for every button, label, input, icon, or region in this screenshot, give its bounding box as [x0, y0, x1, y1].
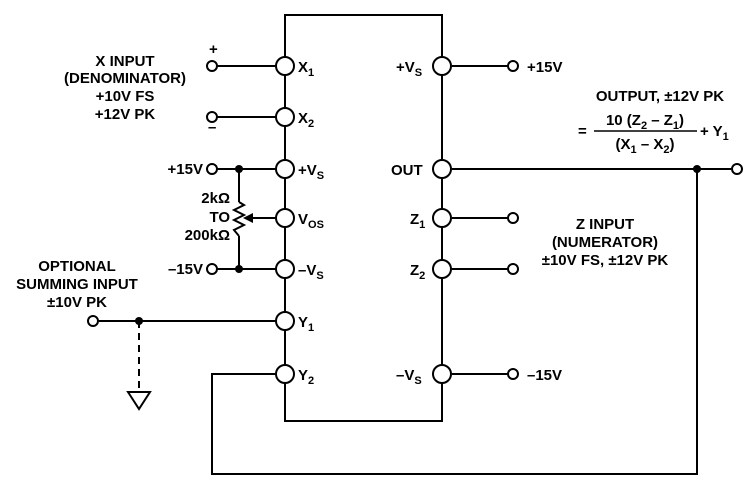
svg-text:Z INPUT: Z INPUT [576, 216, 634, 233]
pin-x2 [275, 107, 295, 127]
pin-vos [275, 208, 295, 228]
pin-right-pos-vs [432, 56, 452, 76]
svg-text:SUMMING INPUT: SUMMING INPUT [16, 276, 138, 293]
terminals [87, 60, 743, 380]
pin-label-z2: Z2 [410, 262, 425, 282]
pin-label-left-neg-vs: –VS [298, 262, 324, 282]
pin-label-right-pos-vs: +VS [396, 59, 422, 79]
terminal-left-pos [206, 163, 218, 175]
pin-out [432, 159, 452, 179]
z-input-label: Z INPUT (NUMERATOR) ±10V FS, ±12V PK [542, 216, 669, 269]
formula-equals: = [578, 123, 587, 140]
svg-text:2kΩ: 2kΩ [201, 190, 230, 207]
pin-x1 [275, 56, 295, 76]
svg-text:(DENOMINATOR): (DENOMINATOR) [64, 70, 186, 87]
terminal-z2 [507, 263, 519, 275]
pin-label-y2: Y2 [298, 367, 314, 387]
junction-dot [235, 265, 243, 273]
junction-dot [135, 317, 143, 325]
pin-label-y1: Y1 [298, 314, 314, 334]
pin-left-pos-vs [275, 159, 295, 179]
pin-z1 [432, 208, 452, 228]
pin-right-neg-vs [432, 364, 452, 384]
junction-dot [235, 165, 243, 173]
left-pos-supply-label: +15V [168, 161, 203, 178]
right-neg-supply-label: –15V [527, 367, 562, 384]
svg-text:±10V PK: ±10V PK [47, 294, 107, 311]
svg-text:+10V FS: +10V FS [96, 88, 155, 105]
svg-text:200kΩ: 200kΩ [185, 227, 230, 244]
svg-text:±10V FS, ±12V PK: ±10V FS, ±12V PK [542, 252, 669, 269]
terminal-output [731, 163, 743, 175]
svg-text:+12V PK: +12V PK [95, 106, 156, 123]
pin-z2 [432, 259, 452, 279]
pin-left-neg-vs [275, 259, 295, 279]
pin-label-right-neg-vs: –VS [396, 367, 422, 387]
terminal-right-pos [507, 60, 519, 72]
terminal-z1 [507, 212, 519, 224]
formula-plus-y1: + Y1 [700, 123, 729, 143]
left-pin-labels: X1 X2 +VS VOS –VS Y1 Y2 [298, 59, 324, 387]
pin-label-vos: VOS [298, 211, 324, 231]
right-pin-labels: +VS OUT Z1 Z2 –VS [391, 59, 425, 387]
pin-label-x1: X1 [298, 59, 314, 79]
pin-y2 [275, 364, 295, 384]
left-neg-supply-label: –15V [168, 261, 203, 278]
ground-icon [126, 391, 152, 411]
pin-label-out: OUT [391, 162, 423, 179]
svg-text:X INPUT: X INPUT [95, 53, 154, 70]
trim-potentiometer [231, 201, 247, 237]
svg-text:OPTIONAL: OPTIONAL [38, 258, 116, 275]
pin-y1 [275, 311, 295, 331]
wires [99, 65, 731, 475]
formula-numerator: 10 (Z2 – Z1) [606, 112, 684, 132]
pin-label-x2: X2 [298, 110, 314, 130]
terminal-summing [87, 315, 99, 327]
wire-feedback-loop [211, 169, 698, 475]
summing-input-label: OPTIONAL SUMMING INPUT ±10V PK [16, 258, 138, 311]
terminal-right-neg [507, 368, 519, 380]
svg-text:TO: TO [209, 209, 230, 226]
x-input-label: X INPUT (DENOMINATOR) +10V FS +12V PK [64, 53, 186, 123]
terminal-x2 [206, 111, 218, 123]
terminal-left-neg [206, 263, 218, 275]
pot-wiper-arrow-icon [243, 213, 253, 223]
pin-label-z1: Z1 [410, 211, 425, 231]
right-pos-supply-label: +15V [527, 59, 562, 76]
output-formula: OUTPUT, ±12V PK = 10 (Z2 – Z1) (X1 – X2)… [578, 88, 729, 156]
chip-pins [275, 56, 452, 384]
output-title: OUTPUT, ±12V PK [596, 88, 724, 105]
x-input-plus-sign: + [209, 41, 218, 58]
formula-denominator: (X1 – X2) [616, 136, 675, 156]
svg-text:(NUMERATOR): (NUMERATOR) [552, 234, 658, 251]
junction-dot [693, 165, 701, 173]
terminal-x1 [206, 60, 218, 72]
pin-label-left-pos-vs: +VS [298, 162, 324, 182]
x-input-minus-sign: – [208, 119, 216, 136]
trim-label: 2kΩ TO 200kΩ [185, 190, 231, 244]
